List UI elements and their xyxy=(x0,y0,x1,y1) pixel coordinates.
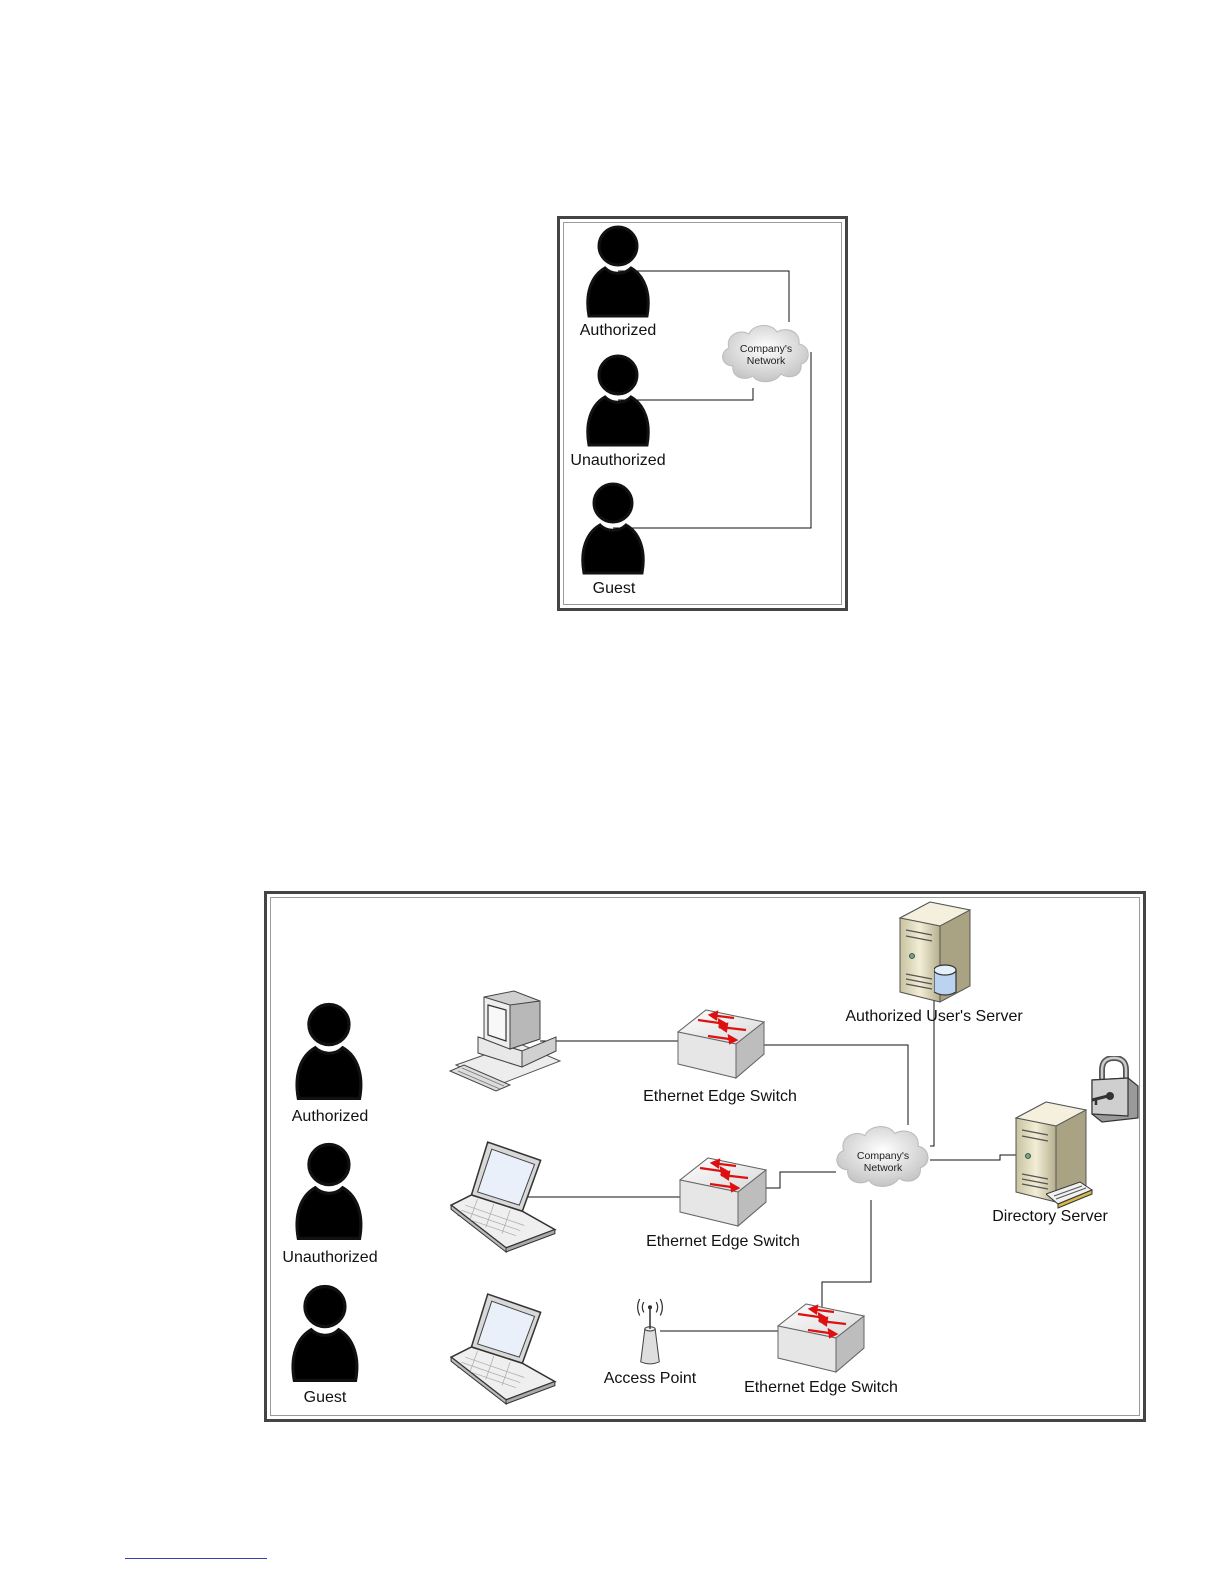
d2-cloud-label: Company's Network xyxy=(857,1150,909,1174)
d2-switch-mid-label: Ethernet Edge Switch xyxy=(646,1233,800,1251)
database-icon xyxy=(934,964,958,1000)
laptop-icon xyxy=(448,1138,560,1254)
access-point-icon xyxy=(634,1298,666,1368)
d2-auth-server-label: Authorized User's Server xyxy=(845,1008,1022,1026)
d2-unauthorized-label: Unauthorized xyxy=(282,1249,377,1267)
switch-icon xyxy=(776,1296,868,1376)
d2-authorized-label: Authorized xyxy=(292,1108,369,1126)
switch-icon xyxy=(676,1002,768,1082)
d2-access-point-label: Access Point xyxy=(604,1370,696,1388)
d2-guest-label: Guest xyxy=(304,1389,347,1407)
switch-icon xyxy=(678,1150,770,1230)
d2-directory-server-label: Directory Server xyxy=(992,1208,1108,1226)
d2-cloud-line1: Company's xyxy=(857,1150,909,1162)
padlock-icon xyxy=(1088,1056,1140,1124)
footnote-separator xyxy=(125,1558,267,1559)
person-icon xyxy=(292,1000,368,1104)
d2-switch-top-label: Ethernet Edge Switch xyxy=(643,1088,797,1106)
d2-cloud-line2: Network xyxy=(857,1162,909,1174)
person-icon xyxy=(292,1140,368,1244)
person-icon xyxy=(288,1282,364,1386)
tray-icon xyxy=(1046,1180,1094,1210)
d2-switch-bottom-label: Ethernet Edge Switch xyxy=(744,1379,898,1397)
desktop-computer-icon xyxy=(448,990,564,1096)
laptop-icon xyxy=(448,1290,560,1406)
